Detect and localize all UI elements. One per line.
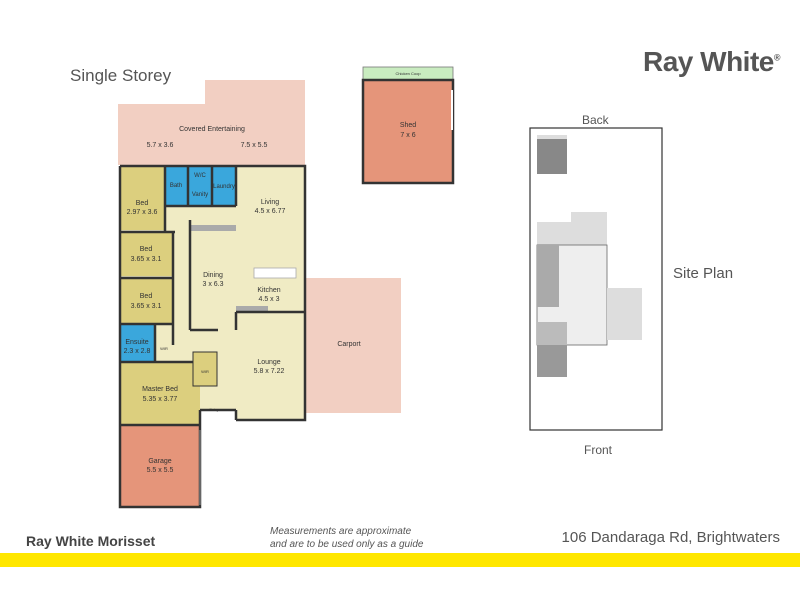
label-wir1: WIR — [160, 346, 168, 351]
logo-mark: ® — [773, 52, 781, 63]
dim-bed3: 3.65 x 3.1 — [131, 303, 162, 310]
bed3-room — [120, 278, 173, 324]
disclaimer-line-2: and are to be used only as a guide — [270, 539, 424, 550]
label-dining: Dining — [203, 272, 223, 279]
dim-shed: 7 x 6 — [400, 132, 415, 139]
disclaimer: Measurements are approximate and are to … — [270, 525, 423, 551]
site-back-label: Back — [582, 113, 609, 127]
label-carport: Carport — [337, 341, 360, 348]
carport-area — [305, 278, 401, 413]
covered-entertaining-area — [118, 80, 305, 165]
bed1-room — [120, 166, 165, 230]
dim-living: 4.5 x 6.77 — [255, 208, 286, 215]
wc-room — [188, 166, 212, 182]
disclaimer-line-1: Measurements are approximate — [270, 526, 412, 537]
shed-room — [361, 78, 455, 185]
label-bed2: Bed — [140, 246, 153, 253]
label-garage: Garage — [148, 458, 171, 465]
garage-room — [120, 425, 200, 507]
dim-covered-entertaining-1: 5.7 x 3.6 — [147, 142, 174, 149]
logo-text: Ray White — [643, 46, 774, 77]
vanity-room — [188, 182, 212, 206]
site-coop — [537, 135, 567, 139]
site-garage — [537, 345, 567, 377]
ensuite-room — [120, 325, 155, 362]
dim-kitchen: 4.5 x 3 — [258, 296, 279, 303]
bed2-room — [120, 232, 173, 276]
kitchen-island — [253, 267, 297, 279]
label-bed1: Bed — [136, 200, 149, 207]
label-shed: Shed — [400, 122, 416, 129]
label-wir2: WIR — [201, 369, 209, 374]
wir-room — [192, 351, 218, 387]
plan-title: Single Storey — [70, 66, 172, 85]
dim-bed2: 3.65 x 3.1 — [131, 256, 162, 263]
bath-room — [166, 166, 188, 206]
label-chicken-coop: Chicken Coop — [395, 71, 421, 76]
site-shed — [537, 139, 567, 174]
label-bed3: Bed — [140, 293, 153, 300]
brand-bar — [0, 553, 800, 567]
label-laundry: Laundry — [213, 184, 235, 190]
dim-master-bed: 5.35 x 3.77 — [143, 396, 178, 403]
dim-garage: 5.5 x 5.5 — [147, 467, 174, 474]
label-vanity: Vanity — [192, 192, 208, 198]
label-wc: W/C — [194, 173, 206, 179]
agency-name: Ray White Morisset — [26, 533, 156, 549]
dim-bed1: 2.97 x 3.6 — [127, 209, 158, 216]
dim-covered-entertaining-2: 7.5 x 5.5 — [241, 142, 268, 149]
label-master-bed: Master Bed — [142, 386, 178, 393]
dim-dining: 3 x 6.3 — [202, 281, 223, 288]
kitchen-bench — [236, 306, 268, 312]
hall-bench — [190, 225, 236, 231]
label-entry: Entry — [209, 407, 218, 412]
dim-lounge: 5.8 x 7.22 — [254, 368, 285, 375]
label-bath: Bath — [170, 183, 182, 189]
label-ensuite: Ensuite — [125, 339, 148, 346]
site-plan-label: Site Plan — [673, 265, 734, 282]
label-living: Living — [261, 199, 279, 206]
site-bedrooms — [537, 245, 559, 307]
master-bed-room — [120, 362, 200, 425]
site-carport — [607, 288, 642, 340]
label-lounge: Lounge — [257, 359, 280, 366]
ray-white-logo: Ray White® — [643, 46, 781, 78]
site-front-label: Front — [584, 443, 613, 457]
label-covered-entertaining: Covered Entertaining — [179, 126, 245, 133]
laundry-room — [212, 166, 236, 206]
property-address: 106 Dandaraga Rd, Brightwaters — [561, 529, 780, 546]
site-covered-entertaining — [537, 212, 607, 245]
label-kitchen: Kitchen — [257, 287, 280, 294]
dim-ensuite: 2.3 x 2.8 — [124, 348, 151, 355]
site-master — [537, 322, 567, 345]
